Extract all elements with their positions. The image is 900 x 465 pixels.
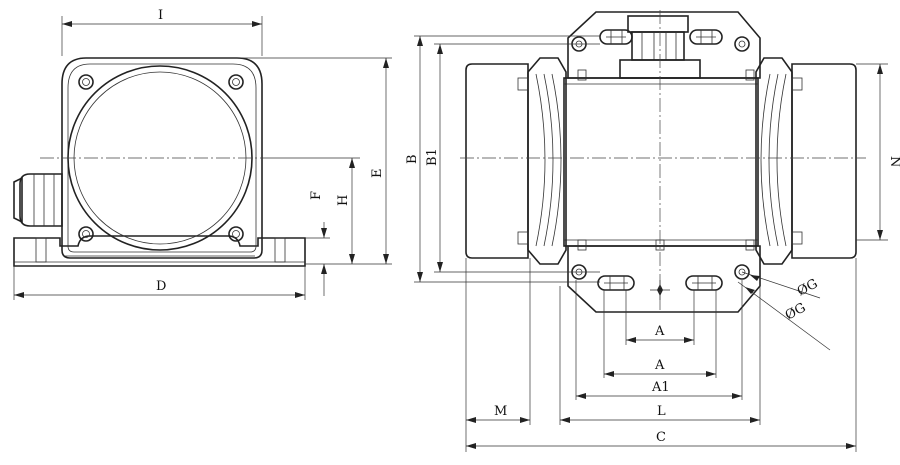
dimension-G-upper-label: ØG	[795, 276, 821, 299]
dimension-I-label: I	[158, 8, 163, 23]
side-view-cable-gland	[13, 173, 63, 227]
dimension-G: ØG ØG	[737, 271, 831, 351]
dimension-A1: A1	[576, 380, 742, 399]
dimension-A1-label: A1	[651, 380, 670, 395]
dimension-D-label: D	[156, 279, 166, 294]
dimension-C-label: C	[656, 430, 666, 445]
dimension-B1: B1	[425, 43, 600, 273]
side-view-base-plate	[13, 235, 306, 267]
dimension-E-label: E	[370, 169, 385, 179]
dimension-H: H	[262, 157, 360, 264]
dimension-M: M	[466, 404, 530, 423]
front-view-left-end-cover	[465, 57, 567, 265]
dimension-A-inner: A	[626, 324, 694, 343]
dimension-B1-label: B1	[425, 148, 440, 166]
dimension-B-label: B	[405, 154, 420, 164]
front-view-motor-body	[563, 69, 759, 251]
side-view-bolt-top-left	[78, 74, 94, 90]
side-view-bolt-bottom-left	[78, 226, 94, 242]
side-view-bolt-bottom-right	[228, 226, 244, 242]
dimension-N-label: N	[887, 156, 900, 167]
side-view: I E H F	[13, 8, 392, 300]
dimension-N: N	[856, 63, 900, 241]
front-view-top-flange	[567, 11, 761, 79]
side-view-bolt-top-right	[228, 74, 244, 90]
dimension-L: L	[560, 404, 760, 423]
front-view: B B1 N ØG ØG	[405, 10, 900, 452]
dimension-B: B	[405, 35, 600, 283]
dimension-F: F	[305, 191, 330, 296]
dimension-A-outer: A	[604, 358, 716, 377]
dimension-A-inner-label: A	[654, 324, 665, 339]
front-view-bottom-flange	[567, 245, 761, 313]
dimension-G-lower-label: ØG	[783, 300, 809, 323]
side-view-housing	[61, 57, 263, 259]
dimension-I: I	[61, 8, 263, 56]
dimension-H-label: H	[336, 195, 351, 206]
dimension-E: E	[200, 57, 392, 265]
dimension-A-outer-label: A	[654, 358, 665, 373]
dimension-C: C	[466, 430, 856, 449]
dimension-M-label: M	[494, 404, 507, 419]
front-view-right-end-cover	[755, 57, 857, 265]
dimension-L-label: L	[657, 404, 666, 419]
dimension-D: D	[13, 266, 306, 300]
dimension-F-label: F	[309, 191, 324, 200]
